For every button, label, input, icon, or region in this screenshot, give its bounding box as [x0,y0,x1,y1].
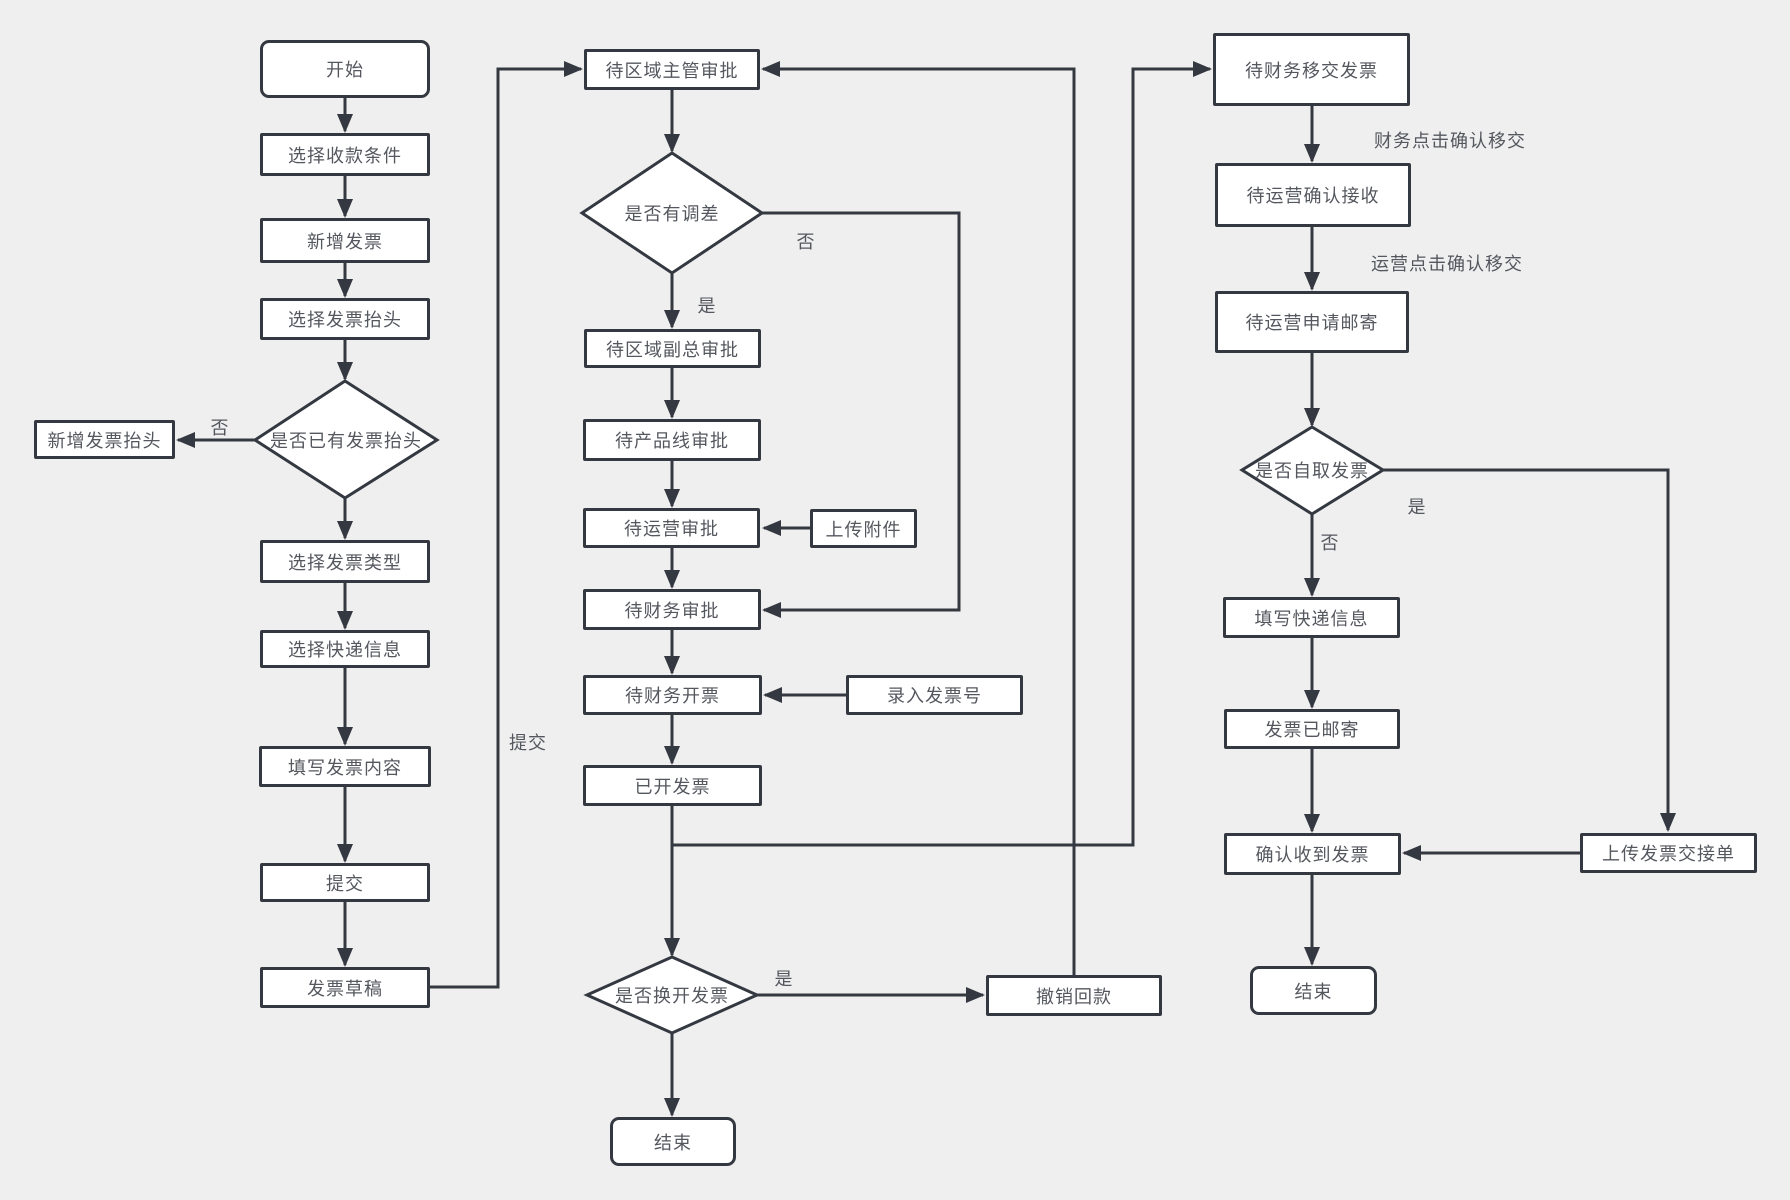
node-pending-product-line: 待产品线审批 [583,419,761,461]
node-select-express-info: 选择快递信息 [260,630,430,668]
decision-self-pickup-shape [1239,425,1386,516]
node-cancel-payment: 撤销回款 [986,975,1162,1016]
node-pending-ops-confirm-receive: 待运营确认接收 [1215,163,1411,227]
edge-pickup-yes-to-upload-handover [1383,468,1676,832]
node-start: 开始 [260,40,430,98]
node-pending-operations: 待运营审批 [583,508,760,548]
node-invoice-draft: 发票草稿 [260,967,430,1008]
node-select-payment-terms: 选择收款条件 [260,133,430,176]
edge-draft-submit-to-region-manager [430,61,583,989]
edge-label-has-title-no: 否 [210,418,230,438]
node-pending-region-vp: 待区域副总审批 [584,329,761,368]
decision-reissue-invoice-label: 是否换开发票 [615,986,729,1006]
node-enter-invoice-number: 录入发票号 [846,675,1023,715]
node-upload-handover-note: 上传发票交接单 [1580,833,1757,873]
node-confirm-invoice-received: 确认收到发票 [1224,833,1401,875]
edge-adjustment-no-to-finance-approval [762,211,961,618]
node-pending-finance-invoicing: 待财务开票 [583,675,762,715]
edge-invoiced-to-finance-transfer [672,61,1212,847]
node-upload-attachment: 上传附件 [810,509,917,548]
node-submit: 提交 [260,863,430,902]
node-add-invoice-title: 新增发票抬头 [34,420,175,459]
edge-label-ops-click-transfer: 运营点击确认移交 [1371,254,1523,274]
node-select-invoice-title: 选择发票抬头 [260,298,430,340]
edge-cancel-payment-to-region-manager [761,61,1076,975]
node-pending-region-manager: 待区域主管审批 [584,49,760,90]
edge-label-adjustment-yes: 是 [697,296,717,316]
node-pending-ops-request-mail: 待运营申请邮寄 [1215,291,1409,353]
node-new-invoice: 新增发票 [260,218,430,263]
node-fill-invoice-content: 填写发票内容 [259,746,431,787]
decision-has-adjustment-shape [579,151,765,275]
node-select-invoice-type: 选择发票类型 [260,540,430,583]
decision-has-adjustment-label: 是否有调差 [624,204,720,224]
decision-has-invoice-title-label: 是否已有发票抬头 [270,431,422,451]
edge-label-reissue-yes: 是 [774,969,794,989]
node-invoiced: 已开发票 [583,765,762,806]
node-end-right: 结束 [1250,966,1377,1015]
edge-label-pickup-yes: 是 [1407,497,1427,517]
edge-label-submit: 提交 [509,733,547,753]
node-invoice-mailed: 发票已邮寄 [1224,709,1400,749]
decision-self-pickup-label: 是否自取发票 [1255,461,1369,481]
node-pending-finance-approval: 待财务审批 [583,589,761,630]
node-end-middle: 结束 [610,1117,736,1166]
edge-label-finance-click-transfer: 财务点击确认移交 [1374,131,1526,151]
edge-label-pickup-no: 否 [1320,533,1340,553]
decision-reissue-invoice-shape [583,955,761,1035]
node-pending-finance-transfer: 待财务移交发票 [1213,33,1410,106]
node-fill-express-info: 填写快递信息 [1223,597,1400,638]
edge-label-adjustment-no: 否 [796,232,816,252]
decision-has-invoice-title-shape [252,379,440,500]
